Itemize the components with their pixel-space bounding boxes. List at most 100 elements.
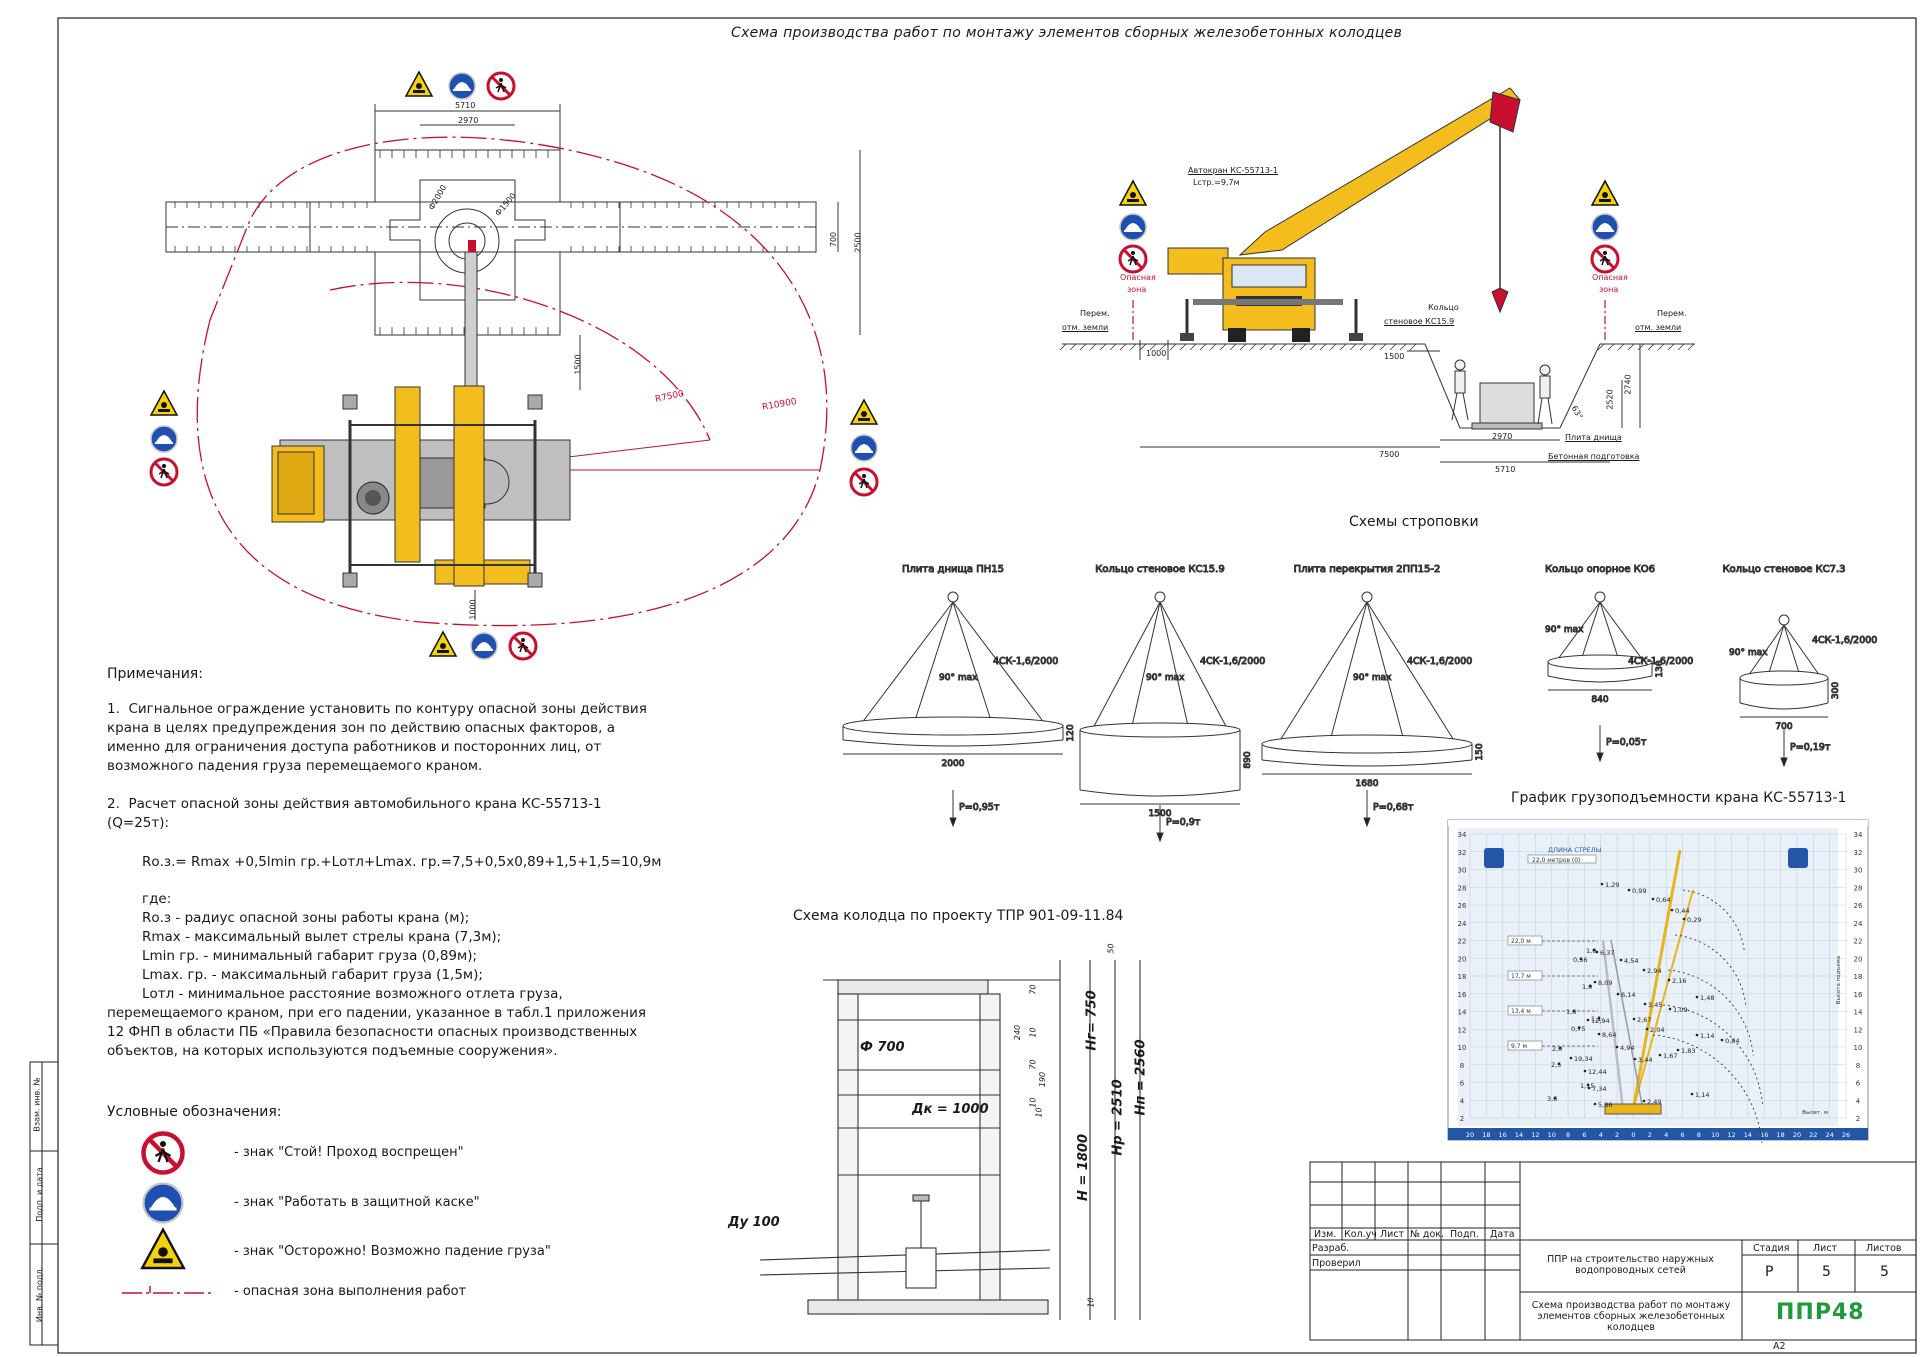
tb-sheet-header: Лист — [1813, 1243, 1838, 1254]
well-label-hr: Нр = 2510 — [1110, 1079, 1126, 1156]
chart-x-tick: 18 — [1482, 1131, 1490, 1139]
sling-scheme-1: Плита днища ПН15 4СК-1,6/2000 90° max 2000 1… — [842, 564, 1077, 828]
sling-angle: 90° max — [1729, 648, 1768, 658]
plan-dim-2970: 2970 — [458, 116, 479, 125]
chart-y-tick-right: 6 — [1856, 1080, 1861, 1088]
slab-label: Плита днища — [1565, 433, 1622, 442]
boom-label: Lстр.=9,7м — [1193, 178, 1240, 187]
legend-item-danger-zone: - опасная зона выполнения работ — [234, 1284, 467, 1299]
chart-value-right: 4,94 — [1620, 1044, 1634, 1052]
chart-boom-header: ДЛИНА СТРЕЛЫ — [1548, 846, 1602, 854]
well-label-h: Н = 1800 — [1076, 1133, 1092, 1202]
sling-width: 2000 — [942, 759, 965, 769]
sling-height: 120 — [1066, 724, 1076, 741]
sling-width: 700 — [1775, 722, 1792, 732]
sling-type: 4СК-1,6/2000 — [1812, 635, 1877, 646]
sling-width: 1500 — [1149, 809, 1172, 819]
section-signs-left — [1118, 180, 1148, 274]
sling-angle: 90° max — [939, 673, 978, 683]
plan-signs-left — [149, 390, 179, 487]
chart-x-tick: 26 — [1842, 1131, 1850, 1139]
chart-value-left: 0,56 — [1573, 956, 1587, 964]
chart-value-right: 1,09 — [1673, 1006, 1687, 1014]
tb-sheet-name: Схема производства работ по монтажу элем… — [1531, 1300, 1731, 1333]
sling-weight: P=0,95т — [959, 802, 1000, 813]
plan-dim-700: 700 — [829, 231, 839, 248]
tb-sheets-header: Листов — [1866, 1243, 1902, 1254]
plan-dim-5710: 5710 — [455, 101, 476, 110]
chart-y-tick-right: 16 — [1854, 991, 1863, 999]
workers — [1451, 359, 1553, 425]
chart-value-right: 6,14 — [1621, 991, 1635, 999]
ground-right-1: Перем. — [1657, 309, 1687, 318]
sling-scheme-4: Кольцо опорное КО6 4СК-1,6/2000 90° max 840… — [1544, 564, 1694, 763]
sling-type: 4СК-1,6/2000 — [1628, 656, 1693, 667]
chart-value-right: 2,49 — [1647, 1098, 1661, 1106]
chart-bottom-label: Вылет, м — [1802, 1110, 1828, 1116]
chart-value-right: 8,09 — [1598, 979, 1612, 987]
well-title: Схема колодца по проекту ТПР 901-09-11.8… — [793, 908, 1124, 924]
company-logo: ППР48 — [1776, 1300, 1865, 1325]
tb-header-cell: Лист — [1380, 1229, 1405, 1240]
note-where-cont: перемещаемого краном, при его падении, у… — [107, 1005, 646, 1059]
danger-label-right-1: Опасная — [1592, 273, 1628, 282]
chart-x-tick: 4 — [1599, 1131, 1603, 1139]
chart-y-tick-right: 2 — [1856, 1115, 1860, 1123]
chart-x-tick: 24 — [1826, 1131, 1834, 1139]
side-stamp — [29, 1061, 59, 1346]
chart-value-right: 1,67 — [1663, 1052, 1677, 1060]
section-dim-2970: 2970 — [1492, 432, 1513, 441]
danger-label-right-2: зона — [1599, 285, 1619, 294]
chart-x-tick: 20 — [1466, 1131, 1474, 1139]
chart-x-tick: 0 — [1631, 1131, 1635, 1139]
chart-y-tick-left: 10 — [1458, 1044, 1467, 1052]
chart-value-right: 2,16 — [1672, 977, 1686, 985]
chart-value-left: 3,6 — [1547, 1095, 1557, 1103]
chart-y-tick-left: 32 — [1458, 849, 1467, 857]
tb-header-cell: Изм. — [1314, 1229, 1337, 1240]
chart-value-right: 0,84 — [1725, 1037, 1739, 1045]
well-dim-10b: 10 — [1028, 1097, 1038, 1108]
chart-value-right: 1,29 — [1605, 881, 1619, 889]
slinging-title: Схемы строповки — [1349, 514, 1479, 530]
sling-angle: 90° max — [1545, 625, 1584, 635]
sling-weight: P=0,68т — [1373, 802, 1414, 813]
chart-value-right: 6,37 — [1600, 949, 1614, 957]
chart-side-label: Высота подъема — [1836, 956, 1842, 1004]
chart-y-tick-right: 32 — [1854, 849, 1863, 857]
tb-stage: Р — [1765, 1264, 1774, 1280]
note-where: где: Rо.з - радиус опасной зоны работы к… — [142, 891, 563, 1002]
ring-label-1: Кольцо — [1428, 303, 1459, 312]
chart-value-right: 1,48 — [1700, 994, 1714, 1002]
chart-value-left: 2,0 — [1552, 1045, 1562, 1053]
crane-plan — [271, 240, 571, 588]
tb-sheet: 5 — [1822, 1264, 1831, 1280]
section-dim-2740: 2740 — [1623, 374, 1633, 395]
sling-type: 4СК-1,6/2000 — [993, 656, 1058, 667]
chart-x-tick: 8 — [1566, 1131, 1570, 1139]
chart-y-tick-right: 24 — [1854, 920, 1863, 928]
chart-boom-mark: 22,0 м — [1511, 938, 1531, 945]
sling-height: 130 — [1655, 660, 1665, 677]
sling-item-name: Плита днища ПН15 — [902, 564, 1004, 575]
tb-sheets: 5 — [1880, 1264, 1889, 1280]
sling-item-name: Кольцо стеновое КС7.3 — [1722, 564, 1845, 575]
chart-x-tick: 6 — [1680, 1131, 1684, 1139]
chart-y-tick-left: 24 — [1458, 920, 1467, 928]
chart-value-right: 7,34 — [1592, 1085, 1606, 1093]
chart-value-right: 5,86 — [1598, 1101, 1612, 1109]
sling-item-name: Кольцо опорное КО6 — [1545, 564, 1655, 575]
tb-stage-header: Стадия — [1753, 1243, 1790, 1254]
chart-x-tick: 4 — [1664, 1131, 1668, 1139]
chart-value-left: 2,5 — [1551, 1061, 1561, 1069]
ring-label-2: стеновое КС15.9 — [1384, 317, 1455, 326]
chart-value-right: 19,34 — [1574, 1055, 1593, 1063]
well-dim-10a: 10 — [1028, 1027, 1038, 1038]
chart-y-tick-left: 20 — [1458, 955, 1467, 963]
sling-angle: 90° max — [1353, 673, 1392, 683]
danger-label-left-1: Опасная — [1120, 273, 1156, 282]
chart-y-tick-right: 20 — [1854, 955, 1863, 963]
chart-y-tick-right: 22 — [1854, 938, 1863, 946]
sling-width: 840 — [1591, 695, 1608, 705]
